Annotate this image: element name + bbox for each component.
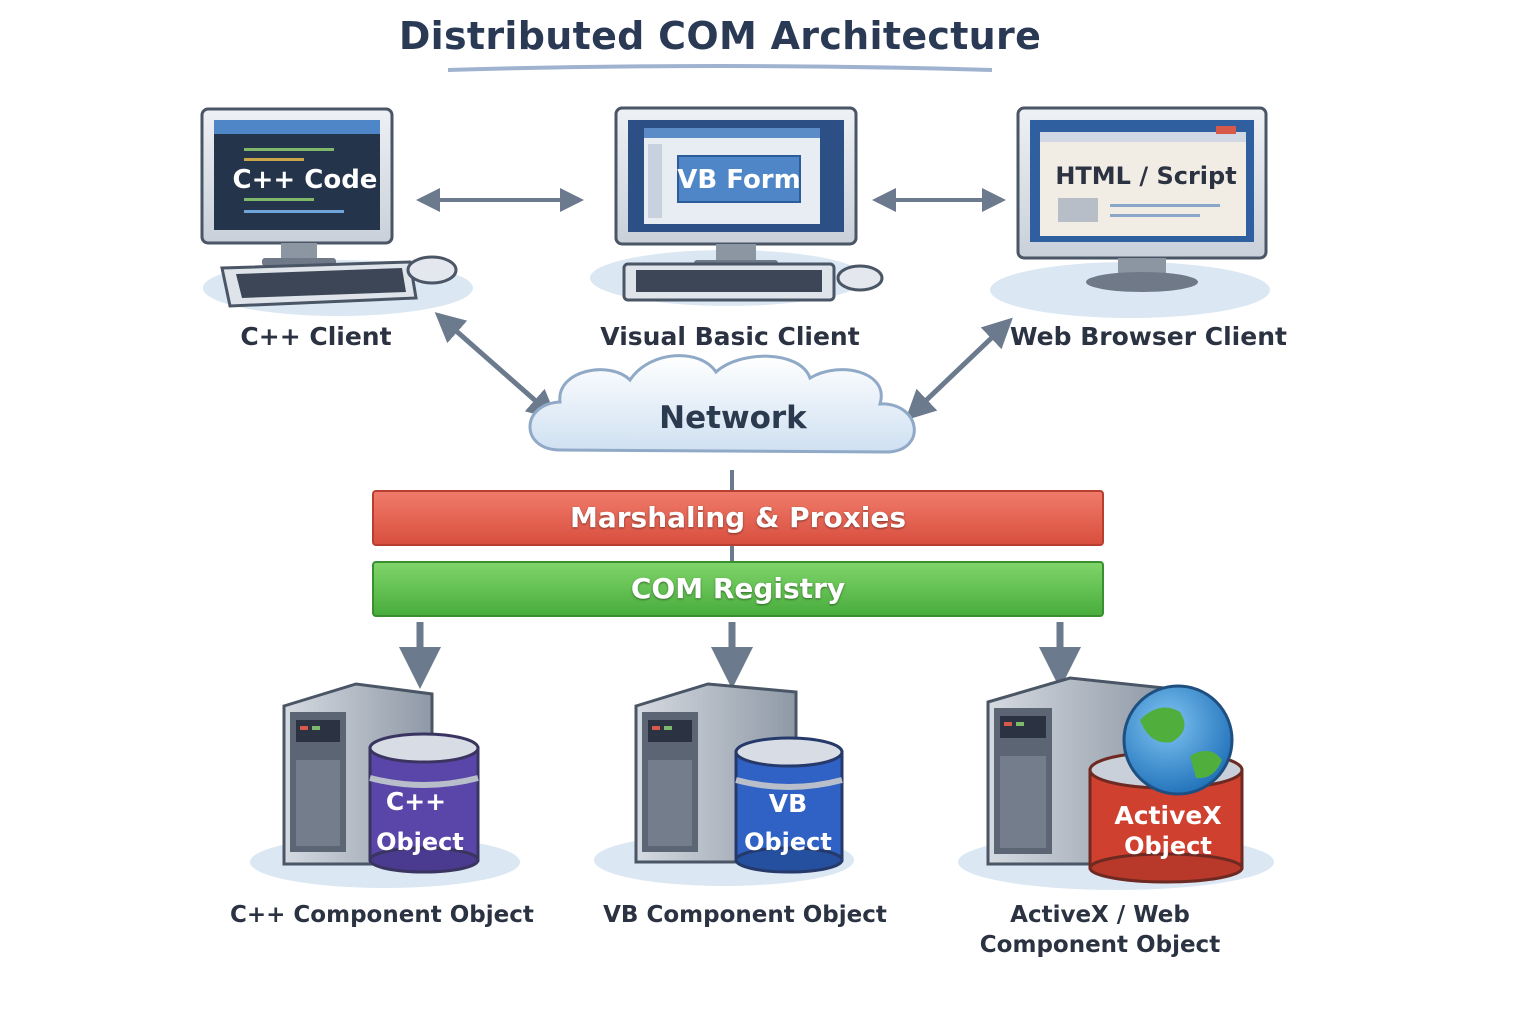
vb-component-label: VB Component Object bbox=[603, 902, 887, 928]
web-client-label: Web Browser Client bbox=[1010, 322, 1287, 351]
activex-label-line2: Component Object bbox=[979, 932, 1221, 958]
cpp-object-line2: Object bbox=[376, 828, 464, 856]
cpp-object-cylinder bbox=[368, 732, 480, 874]
marshaling-proxies-layer: Marshaling & Proxies bbox=[372, 490, 1104, 546]
vb-client-computer bbox=[590, 106, 884, 306]
cpp-client-label: C++ Client bbox=[240, 322, 392, 351]
vb-object-cylinder bbox=[734, 736, 844, 874]
web-screen-text: HTML / Script bbox=[1055, 162, 1236, 190]
vb-object-line2: Object bbox=[744, 828, 832, 856]
com-registry-layer: COM Registry bbox=[372, 561, 1104, 617]
title-underline bbox=[447, 64, 993, 72]
vb-screen-text: VB Form bbox=[677, 165, 800, 195]
cpp-screen-text: C++ Code bbox=[233, 165, 378, 195]
cpp-network-arrow bbox=[434, 312, 558, 420]
cpp-component-label: C++ Component Object bbox=[230, 902, 534, 928]
cpp-object-line1: C++ bbox=[386, 787, 446, 816]
vb-client-label: Visual Basic Client bbox=[600, 322, 860, 351]
globe-icon bbox=[1122, 684, 1234, 796]
network-label: Network bbox=[659, 400, 808, 436]
web-client-computer bbox=[990, 106, 1270, 318]
page-title: Distributed COM Architecture bbox=[398, 14, 1042, 58]
activex-object-line2: Object bbox=[1124, 832, 1212, 860]
cpp-client-computer bbox=[200, 107, 473, 316]
cpp-server bbox=[250, 682, 520, 888]
activex-label-line1: ActiveX / Web bbox=[1010, 902, 1190, 928]
vb-object-line1: VB bbox=[769, 789, 807, 818]
web-network-arrow bbox=[905, 317, 1013, 421]
activex-component-label: ActiveX / Web Component Object bbox=[970, 900, 1230, 960]
activex-object-line1: ActiveX bbox=[1114, 801, 1221, 830]
network-cloud bbox=[528, 354, 916, 454]
